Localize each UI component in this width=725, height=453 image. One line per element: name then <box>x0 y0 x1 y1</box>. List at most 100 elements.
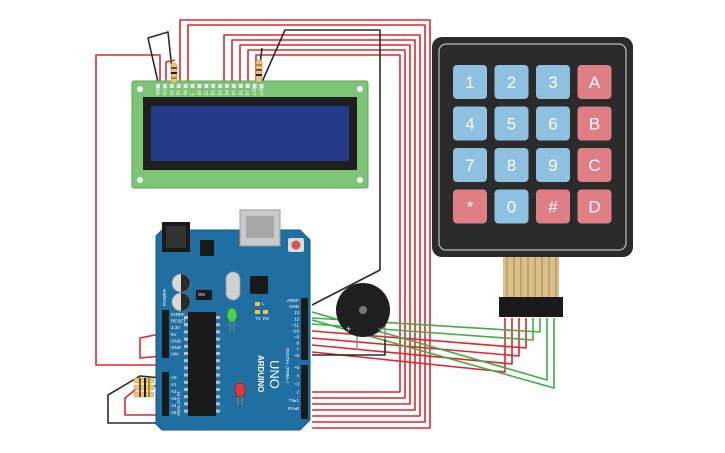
lcd-pin[interactable] <box>238 84 243 88</box>
wire-black-lcd-led <box>261 29 381 306</box>
lcd-pin[interactable] <box>211 84 216 88</box>
power-pin-label: VIN <box>171 352 179 357</box>
wire-red-lcd-vcc <box>165 59 176 82</box>
keypad-key-label: 7 <box>465 156 474 175</box>
lcd-pin[interactable] <box>190 84 195 88</box>
digital-pin-label: 4 <box>296 373 299 378</box>
keypad-key-c[interactable]: C <box>577 148 612 182</box>
lcd-pin-label: D3 <box>218 90 223 95</box>
buzzer-minus-label: − <box>378 324 383 334</box>
lcd-pin[interactable] <box>225 84 229 88</box>
digital-pin-label: ~11 <box>292 322 300 327</box>
digital-pin-label: TX▸1 <box>288 398 299 403</box>
keypad-key-3[interactable]: 3 <box>536 65 570 99</box>
wire-red-keypad-1 <box>311 318 506 373</box>
power-pin-label: GND <box>171 345 182 350</box>
lcd-pin-label: RW <box>183 90 188 95</box>
keypad-key-4[interactable]: 4 <box>453 106 487 141</box>
wire-green-keypad-4 <box>311 318 555 389</box>
lcd-pin[interactable] <box>231 84 236 88</box>
keypad-key-6[interactable]: 6 <box>536 106 570 141</box>
keypad-key-label: 4 <box>465 115 474 134</box>
arduino-left-pin-labels: IOREFRESET3.3V5VGNDGNDVINA0A1A2A3A4A5POW… <box>162 288 186 416</box>
icsp-header <box>196 290 212 300</box>
digital-pin-label: ~3 <box>294 381 300 386</box>
keypad-key-2[interactable]: 2 <box>494 65 529 99</box>
atmega-chip <box>188 312 216 416</box>
keypad-key-9[interactable]: 9 <box>536 148 570 182</box>
keypad-key-7[interactable]: 7 <box>453 148 487 182</box>
keypad-key-a[interactable]: A <box>577 65 612 99</box>
keypad-key-label: 9 <box>548 156 557 175</box>
lcd-pin[interactable] <box>162 84 167 88</box>
red-led <box>234 382 246 405</box>
power-pin-label: 3.3V <box>171 325 180 330</box>
digital-pin-label: 7 <box>296 347 299 352</box>
arduino-logo: ARDUINO <box>256 355 265 392</box>
power-header <box>162 310 169 358</box>
voltage-regulator <box>200 240 214 256</box>
lcd-pin[interactable] <box>252 84 257 88</box>
led-l-label: L <box>262 301 265 306</box>
analog-pin-label: A1 <box>171 382 177 387</box>
keypad-key-5[interactable]: 5 <box>494 106 529 141</box>
lcd-pin[interactable] <box>156 84 160 88</box>
keypad-key-label: * <box>467 198 474 217</box>
digital-pin-label: GND <box>289 304 300 309</box>
lcd-pin[interactable] <box>259 84 264 88</box>
resistor-lcd-contrast <box>170 62 178 84</box>
keypad-key-hash[interactable]: # <box>536 189 570 224</box>
atmega-chip-pins <box>184 316 220 413</box>
wire-red-keypad-2 <box>311 318 513 365</box>
lcd-screen <box>151 106 349 161</box>
wire-red-left-loop <box>95 54 162 366</box>
keypad-key-0[interactable]: 0 <box>494 189 529 224</box>
lcd-mount-hole <box>357 177 363 183</box>
keypad-border <box>438 43 627 251</box>
lcd-pin-label: GND <box>156 87 161 95</box>
keypad-key-d[interactable]: D <box>577 189 612 224</box>
digital-pin-label: ~10 <box>291 329 299 334</box>
resistor-array-bottom-left <box>133 377 155 398</box>
led-rx-label: RX <box>263 316 269 321</box>
digital-pin-label: ~6 <box>294 353 300 358</box>
power-pin-label: 5V <box>171 332 177 337</box>
digital-section-label: DIGITAL (PWM~) <box>285 348 290 383</box>
keypad-key-1[interactable]: 1 <box>453 65 487 99</box>
lcd-pin-label: D6 <box>238 90 243 95</box>
lcd-pin-label: D0 <box>197 90 202 95</box>
keypad-key-b[interactable]: B <box>577 106 612 141</box>
digital-pin-label: 13 <box>294 310 300 315</box>
lcd-pin[interactable] <box>245 84 250 88</box>
lcd-pin[interactable] <box>176 84 181 88</box>
wire-red-lcd-top-4 <box>231 39 416 411</box>
lcd-pin-label: D2 <box>211 90 216 95</box>
digital-pin-label: 12 <box>294 316 300 321</box>
lcd-pin[interactable] <box>183 84 188 88</box>
lcd-pin[interactable] <box>197 84 202 88</box>
lcd-mount-hole <box>357 86 363 92</box>
keypad-connector <box>499 297 563 317</box>
lcd-pin[interactable] <box>218 84 223 88</box>
keypad-key-star[interactable]: * <box>453 189 487 224</box>
analog-pin-label: A4 <box>171 403 177 408</box>
digital-pin-label: AREF <box>287 298 299 303</box>
keypad-key-8[interactable]: 8 <box>494 148 529 182</box>
lcd-pin-label: E <box>190 92 195 95</box>
power-section-label: POWER <box>162 288 167 306</box>
usb-interface-chip <box>250 276 268 294</box>
lcd-pin-label: VCC <box>162 87 167 95</box>
keypad-key-label: B <box>589 115 600 134</box>
keypad-key-label: D <box>588 198 600 217</box>
piezo-buzzer: + − <box>336 283 390 348</box>
lcd-pin[interactable] <box>204 84 209 88</box>
green-led <box>226 307 238 332</box>
lcd-pin[interactable] <box>169 84 174 88</box>
keypad-ribbon-traces <box>506 255 557 297</box>
digital-header-low <box>301 365 308 419</box>
